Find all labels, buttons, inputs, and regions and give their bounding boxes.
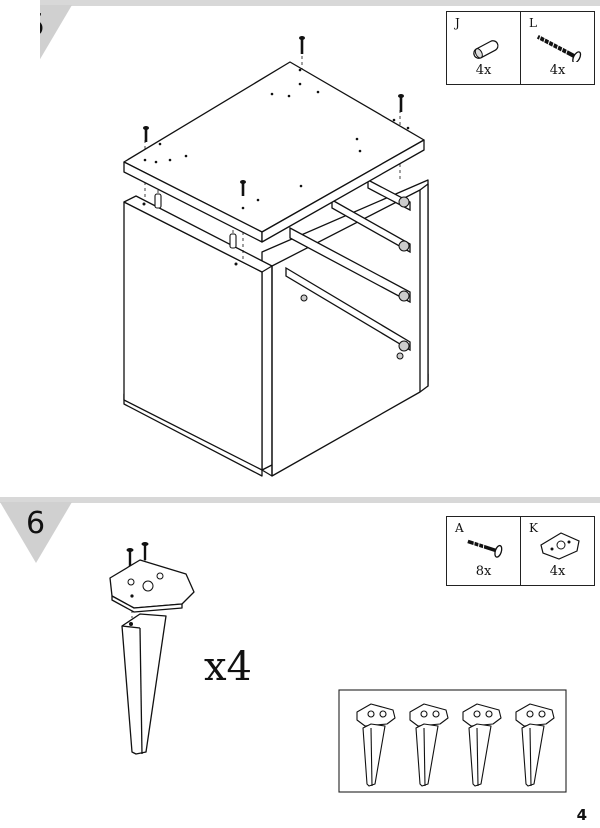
part-a-count: 8x <box>475 564 492 579</box>
page-number: 4 <box>576 806 587 824</box>
step-6-badge <box>0 502 72 563</box>
step-5-divider <box>0 0 600 6</box>
part-a-cell: A 8x <box>447 517 520 585</box>
leg-plate-icon <box>540 532 580 560</box>
part-l-cell: L 4x <box>520 12 594 84</box>
part-j-cell: J 4x <box>447 12 520 84</box>
step-6-parts-box: A 8x K 4x <box>446 516 595 586</box>
part-j-letter: J <box>455 16 460 30</box>
part-j-count: 4x <box>475 63 492 78</box>
part-a-letter: A <box>455 521 464 535</box>
step-6-number: 6 <box>26 506 46 541</box>
part-k-cell: K 4x <box>520 517 594 585</box>
leg-multiplier: x4 <box>204 644 253 690</box>
part-k-letter: K <box>529 521 538 535</box>
step-6-divider <box>0 497 600 503</box>
part-l-letter: L <box>529 16 537 30</box>
part-l-count: 4x <box>549 63 566 78</box>
bolt-icon <box>467 539 503 558</box>
step-5-cabinet-illustration <box>123 36 429 477</box>
screw-icon <box>536 34 582 62</box>
part-k-count: 4x <box>549 564 566 579</box>
dowel-icon <box>473 40 499 59</box>
step-5-parts-box: J 4x L 4x <box>446 11 595 85</box>
